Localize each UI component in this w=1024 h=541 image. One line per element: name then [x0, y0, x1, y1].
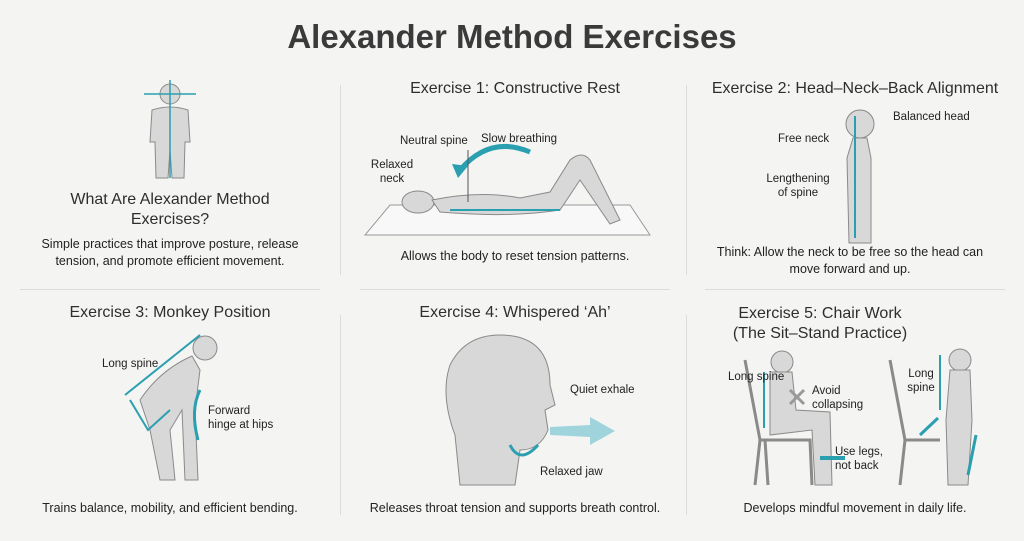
exercise-1-caption: Allows the body to reset tension pattern… — [400, 249, 630, 263]
exercise-4-caption: Releases throat tension and supports bre… — [369, 501, 661, 515]
exercise-2-caption: Think: Allow the neck to be free so the … — [716, 245, 984, 276]
label-balanced-head: Balanced head — [893, 111, 970, 123]
chair-work-illustration — [743, 348, 978, 486]
label-long-spine-sitting: Long spine — [728, 371, 785, 383]
divider — [686, 85, 687, 275]
exercise-5-title: Exercise 5: Chair Work — [738, 305, 902, 322]
exercise-5-heading: Exercise 5: Chair Work (The Sit–Stand Pr… — [700, 304, 940, 344]
label-long-spine: Long spine — [102, 358, 159, 370]
page-title: Alexander Method Exercises — [287, 18, 737, 55]
label-free-neck: Free neck — [778, 133, 830, 145]
profile-figure-illustration — [845, 109, 875, 244]
divider — [340, 315, 341, 515]
monkey-position-illustration — [124, 334, 218, 481]
exercise-3-caption: Trains balance, mobility, and efficient … — [42, 501, 298, 515]
exercise-1-heading: Exercise 1: Constructive Rest — [410, 80, 620, 97]
head-profile-illustration — [445, 334, 615, 486]
exercise-3-heading: Exercise 3: Monkey Position — [69, 304, 271, 321]
exercise-5-subtitle: (The Sit–Stand Practice) — [732, 325, 908, 342]
intro-heading: What Are Alexander Method Exercises? — [70, 191, 270, 228]
exercise-4-heading: Exercise 4: Whispered ‘Ah’ — [419, 304, 611, 321]
intro-caption: Simple practices that improve posture, r… — [41, 237, 299, 268]
label-forward-hinge: Forward hinge at hips — [208, 405, 274, 431]
label-avoid-collapsing: Avoid collapsing — [812, 385, 864, 411]
label-use-legs: Use legs, not back — [835, 446, 883, 472]
lying-figure-illustration — [363, 143, 651, 236]
exercise-2-heading: Exercise 2: Head–Neck–Back Alignment — [711, 80, 999, 97]
divider — [20, 289, 320, 290]
label-neutral-spine: Neutral spine — [400, 135, 468, 147]
label-relaxed-neck: Relaxed neck — [370, 159, 414, 185]
label-quiet-exhale: Quiet exhale — [570, 384, 635, 396]
label-long-spine-standing: Long spine — [907, 368, 935, 394]
standing-figure-illustration — [144, 80, 196, 179]
label-slow-breathing: Slow breathing — [481, 133, 558, 145]
label-lengthening-spine: Lengthening of spine — [766, 173, 830, 199]
exercise-5-caption: Develops mindful movement in daily life. — [743, 501, 967, 515]
label-relaxed-jaw: Relaxed jaw — [540, 466, 603, 478]
divider — [340, 85, 341, 275]
divider — [360, 289, 670, 290]
divider — [686, 315, 687, 515]
divider — [705, 289, 1005, 290]
